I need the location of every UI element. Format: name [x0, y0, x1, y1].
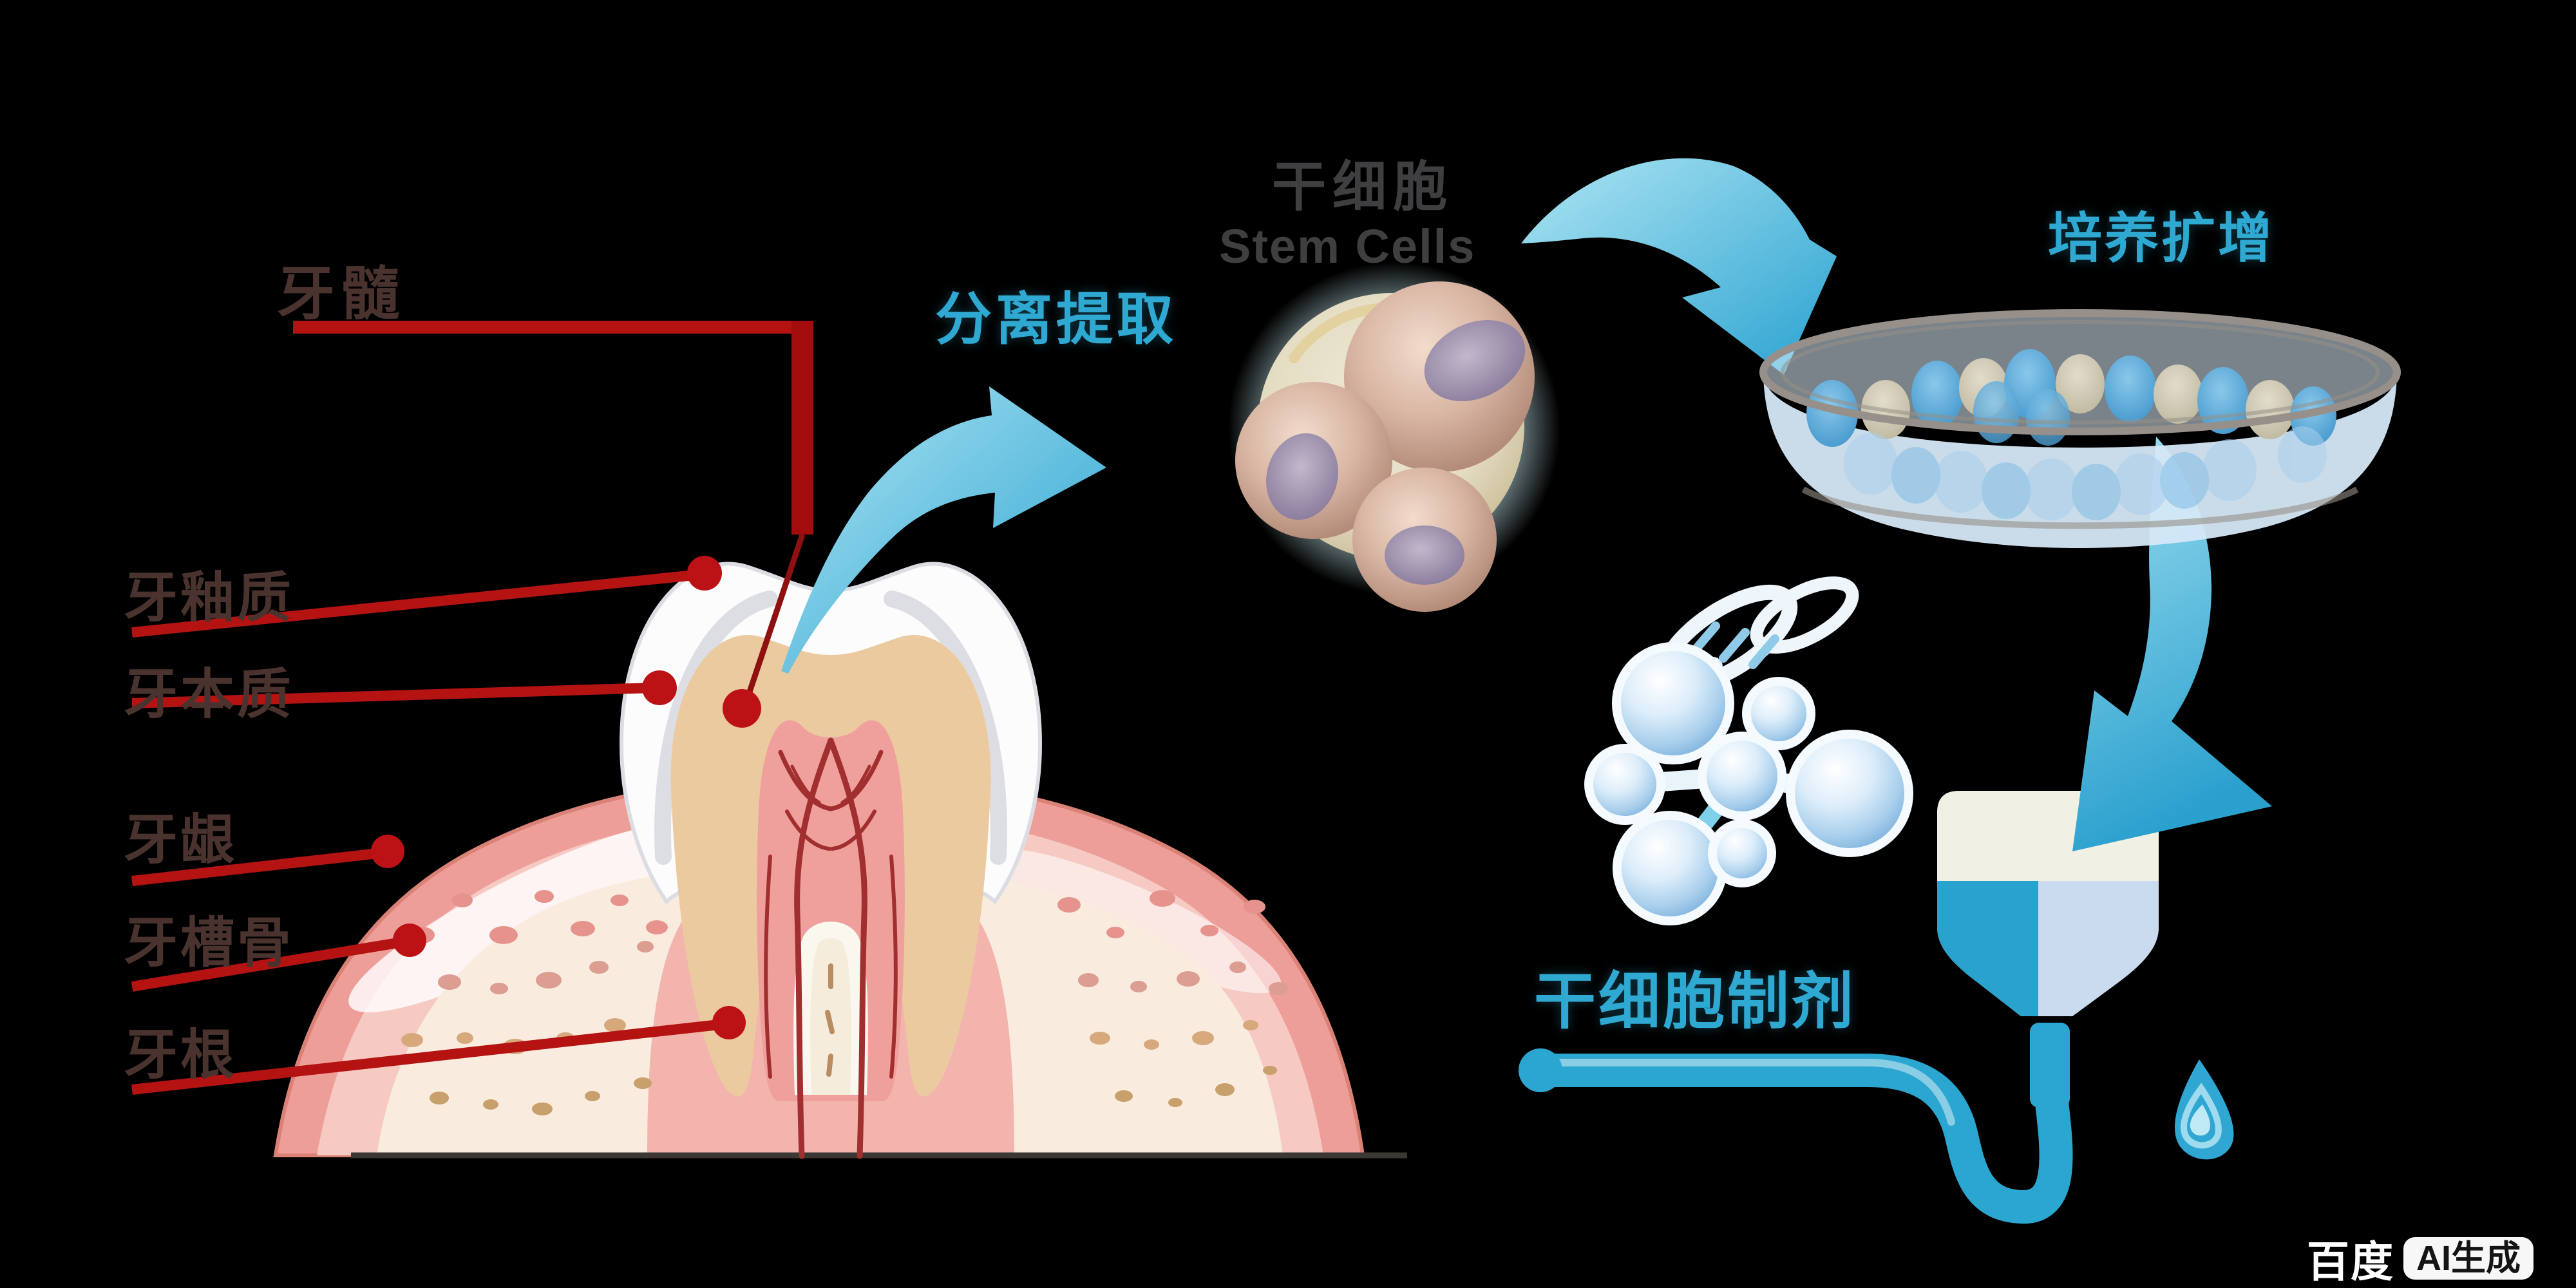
label-enamel: 牙釉质: [124, 567, 294, 628]
pulp-vessels: [764, 737, 898, 1159]
enamel-shade-right: [884, 591, 1007, 865]
label-alveolar-bone: 牙槽骨: [124, 913, 294, 973]
dish-rim-inner: [1781, 320, 2380, 424]
label-gingiva: 牙龈: [124, 810, 238, 870]
label-pulp: 牙髓: [277, 262, 406, 327]
leader-alveolar: [131, 936, 407, 992]
label-stem-cells-zh: 干细胞: [1272, 156, 1454, 217]
nucleus-left: [1266, 433, 1338, 520]
iv-tube: [1521, 1054, 2073, 1224]
liquid-drop-inner: [2181, 1083, 2222, 1149]
bag-port: [2030, 1023, 2070, 1108]
petri-dish: [1759, 309, 2401, 548]
dot-dentin: [642, 670, 677, 705]
iv-tube-highlight: [1539, 1059, 1955, 1126]
dot-alveolar: [393, 923, 426, 957]
watermark: 百度 AI生成: [2307, 1227, 2533, 1288]
leader-root: [131, 1019, 726, 1095]
dot-gingiva: [371, 835, 404, 868]
arrow-extraction: [781, 386, 1106, 674]
label-dentin: 牙本质: [124, 664, 294, 724]
dish-cells-front: [1844, 426, 2327, 520]
nucleus-top: [1424, 320, 1526, 401]
dish-rim-outline: [1759, 309, 2401, 435]
arrow-culture: [1521, 158, 1837, 375]
dish-bottom-edge: [1801, 486, 2359, 529]
label-root: 牙根: [124, 1025, 238, 1085]
label-preparation: 干细胞制剂: [1534, 967, 1856, 1036]
molecule-spheres: [1584, 642, 1913, 925]
liquid-drop-core: [2190, 1104, 2210, 1136]
dish-body: [1763, 372, 2397, 548]
gum-highlight-left: [348, 823, 695, 1012]
bag-liquid-right: [2038, 881, 2159, 1016]
dot-enamel: [687, 556, 722, 591]
stem-cell-cluster: [1228, 262, 1560, 612]
label-stem-cells-en: Stem Cells: [1219, 220, 1476, 273]
bone-speckles-low: [430, 1066, 1277, 1115]
leader-lines: [131, 321, 813, 1095]
enamel-shade-left: [654, 591, 778, 865]
iv-bag-group: [1519, 791, 2234, 1224]
arrow-to-preparation: [2072, 437, 2272, 851]
tube-end-cap: [1519, 1048, 1562, 1092]
watermark-brand: 百度: [2307, 1238, 2394, 1285]
label-culture: 培养扩增: [2048, 208, 2275, 269]
leader-dentin: [131, 683, 656, 708]
bag-liquid-left: [1937, 881, 2038, 1016]
nucleus-bottom: [1385, 526, 1464, 585]
leader-pulp-needle: [743, 533, 806, 705]
tooth-cross-section: [619, 562, 1043, 1159]
dot-root: [712, 1006, 746, 1039]
bone-speckles-mid: [438, 941, 1288, 995]
label-extraction: 分离提取: [935, 287, 1178, 351]
root-canal: [793, 922, 868, 1095]
canal-dashes: [825, 963, 835, 1077]
molecule: [1584, 576, 1913, 925]
leader-gingiva: [131, 848, 384, 886]
leader-enamel: [131, 569, 701, 638]
gum-highlight-right: [985, 848, 1282, 994]
tooth-pulp: [757, 720, 905, 1101]
dot-pulp: [723, 689, 761, 728]
watermark-ai-badge: AI生成: [2403, 1237, 2533, 1280]
